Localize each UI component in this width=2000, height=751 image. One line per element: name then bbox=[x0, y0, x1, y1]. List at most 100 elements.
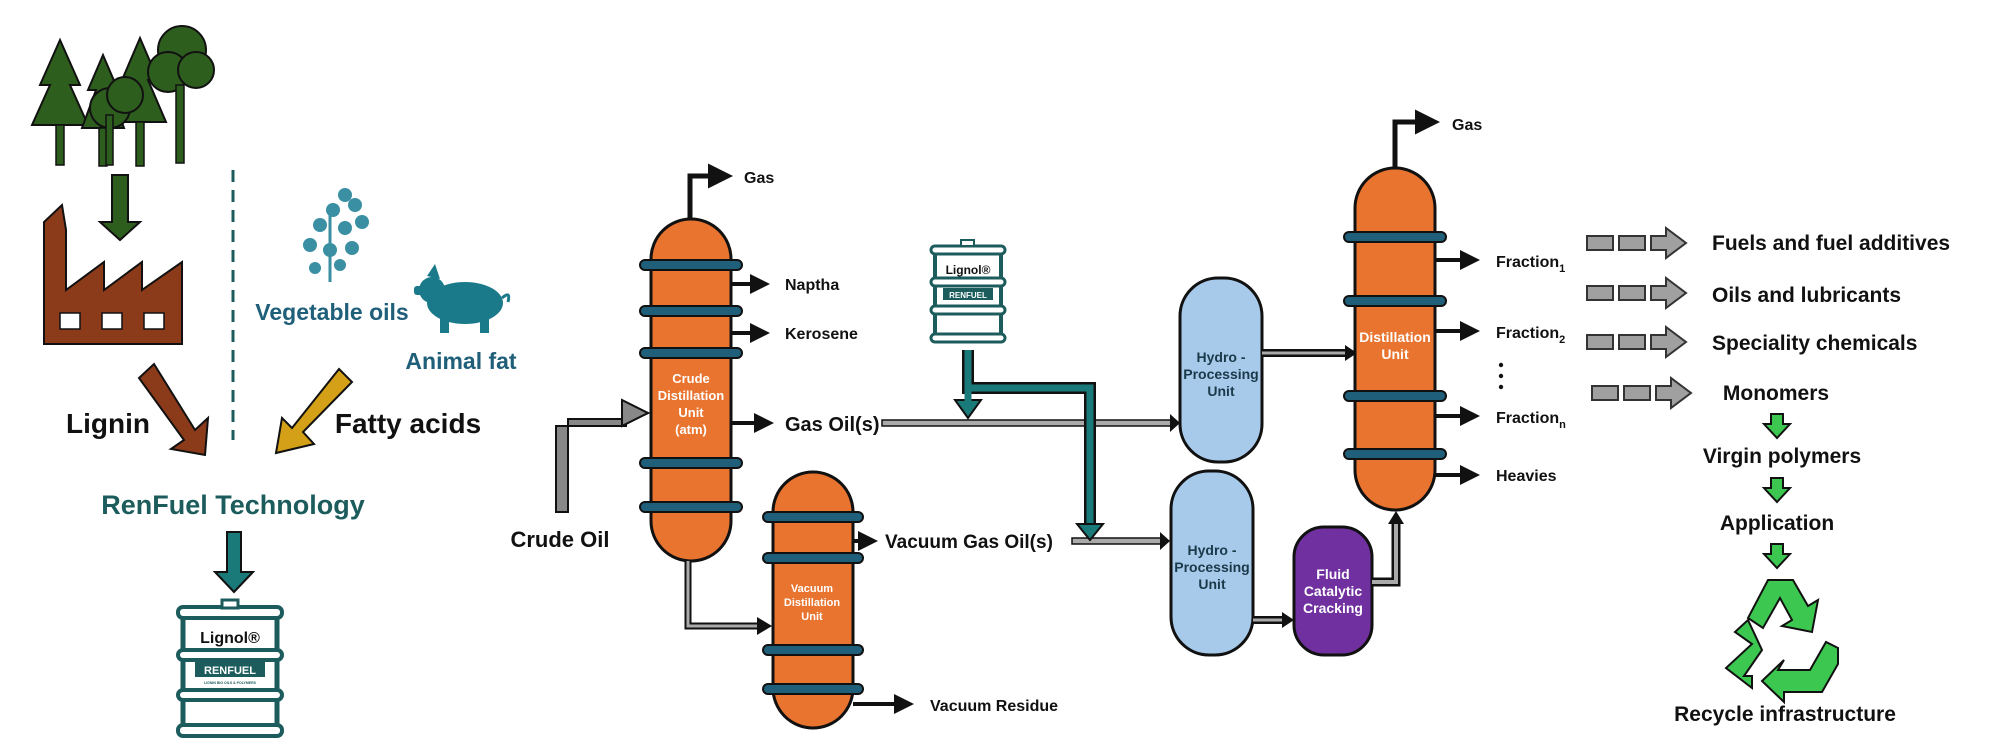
crude-to-vacuum-pipe bbox=[684, 561, 760, 630]
hydro-bottom-line-1: Hydro - bbox=[1188, 542, 1237, 558]
fraction-1-label: Fraction1 bbox=[1496, 254, 1565, 275]
product-arrow-fuels bbox=[1586, 226, 1688, 260]
lignol-drum-left: Lignol® RENFUEL LIGNIN BIO OILS & POLYME… bbox=[176, 598, 284, 738]
polymers-to-application-arrow bbox=[1761, 477, 1793, 504]
vacuum-gas-oils-label: Vacuum Gas Oil(s) bbox=[885, 532, 1053, 553]
crude-distillation-column: Crude Distillation Unit (atm) bbox=[639, 217, 743, 563]
crude-unit-line-1: Crude bbox=[672, 371, 710, 386]
monomers-to-polymers-arrow bbox=[1761, 413, 1793, 440]
crude-gas-line bbox=[687, 163, 733, 221]
distillation-unit-line-2: Unit bbox=[1381, 346, 1409, 362]
lignol-to-gasoil-arrowhead bbox=[953, 399, 983, 420]
fraction-1-word: Fraction bbox=[1496, 254, 1559, 271]
vacuum-residue-label: Vacuum Residue bbox=[930, 698, 1058, 715]
vacuum-gas-oils-pipe bbox=[1071, 537, 1163, 545]
oils-label: Oils and lubricants bbox=[1712, 284, 1901, 307]
fraction-n-label: Fractionn bbox=[1496, 410, 1566, 431]
renfuel-technology-label: RenFuel Technology bbox=[101, 490, 365, 520]
kerosene-label: Kerosene bbox=[785, 326, 858, 343]
distillation-unit-line-1: Distillation bbox=[1359, 329, 1431, 345]
hydro-top-line-1: Hydro - bbox=[1197, 349, 1246, 365]
crude-to-vacuum-pipe-inner bbox=[686, 561, 760, 628]
application-to-recycle-arrow bbox=[1761, 543, 1793, 570]
lignol-to-vacuum-arrowhead bbox=[1074, 523, 1106, 542]
drum-middle-label: Lignol® bbox=[946, 263, 991, 277]
tree-to-factory-arrow bbox=[97, 174, 143, 242]
drum-middle-brand: RENFUEL bbox=[949, 291, 987, 300]
fatty-acids-arrow bbox=[274, 367, 354, 455]
speciality-label: Speciality chemicals bbox=[1712, 332, 1917, 355]
factory-icon bbox=[43, 202, 183, 345]
fcc-line-3: Cracking bbox=[1303, 600, 1363, 616]
lignin-label: Lignin bbox=[66, 408, 150, 439]
fraction-1-sub: 1 bbox=[1559, 263, 1565, 275]
fraction-ellipsis bbox=[1498, 362, 1504, 390]
gas-left-label: Gas bbox=[744, 170, 774, 187]
application-label: Application bbox=[1720, 512, 1834, 535]
crude-unit-line-4: (atm) bbox=[675, 422, 707, 437]
gas-right-label: Gas bbox=[1452, 117, 1482, 134]
heavies-label: Heavies bbox=[1496, 468, 1557, 485]
monomers-label: Monomers bbox=[1723, 382, 1829, 405]
product-arrow-speciality bbox=[1586, 325, 1688, 359]
crude-oil-feed-arrow bbox=[555, 404, 651, 513]
drum-left-label: Lignol® bbox=[200, 630, 260, 647]
fraction-n-word: Fraction bbox=[1496, 410, 1559, 427]
hydro-to-distillation-arrowhead bbox=[1345, 345, 1357, 361]
recycle-icon bbox=[1724, 579, 1839, 705]
naptha-label: Naptha bbox=[785, 277, 839, 294]
vacuum-distillation-column: Vacuum Distillation Unit bbox=[762, 470, 864, 730]
crude-oil-feed-pipe bbox=[562, 413, 632, 512]
gas-oils-to-hydro-arrowhead bbox=[1170, 414, 1180, 432]
crude-oil-feed-head bbox=[621, 398, 651, 428]
fcc-line-1: Fluid bbox=[1316, 566, 1349, 582]
distillation-unit-column: Distillation Unit bbox=[1343, 166, 1447, 512]
vacuum-unit-line-1: Vacuum bbox=[791, 583, 833, 595]
lignol-injection-pipe-outline bbox=[962, 350, 1096, 528]
crude-oil-label: Crude Oil bbox=[510, 527, 609, 552]
lignol-drum-middle: Lignol® RENFUEL bbox=[929, 239, 1007, 344]
forest-icon bbox=[30, 25, 215, 167]
virgin-polymers-label: Virgin polymers bbox=[1703, 445, 1861, 468]
gas-oils-pipe bbox=[881, 419, 1173, 427]
hydro-processing-unit-bottom: Hydro - Processing Unit bbox=[1169, 469, 1255, 657]
product-arrow-oils bbox=[1586, 276, 1688, 310]
fatty-acids-label: Fatty acids bbox=[335, 408, 481, 439]
technology-to-drum-arrow bbox=[212, 531, 256, 594]
lignol-injection-pipe bbox=[964, 350, 1094, 528]
recycle-infrastructure-label: Recycle infrastructure bbox=[1674, 703, 1896, 726]
hydro-bottom-line-3: Unit bbox=[1198, 576, 1226, 592]
fcc-to-distillation-arrowhead bbox=[1388, 511, 1404, 524]
fcc-line-2: Catalytic bbox=[1304, 583, 1363, 599]
hydro-top-line-2: Processing bbox=[1183, 366, 1258, 382]
fraction-n-sub: n bbox=[1559, 419, 1566, 431]
vegetable-oils-label: Vegetable oils bbox=[255, 299, 408, 325]
distillation-gas-line bbox=[1392, 109, 1440, 170]
hydro-bottom-line-2: Processing bbox=[1174, 559, 1249, 575]
animal-fat-label: Animal fat bbox=[405, 348, 517, 374]
drum-left-brand: RENFUEL bbox=[204, 665, 256, 677]
fraction-2-label: Fraction2 bbox=[1496, 325, 1565, 346]
crude-unit-line-2: Distillation bbox=[658, 388, 725, 403]
fuels-label: Fuels and fuel additives bbox=[1712, 232, 1950, 255]
fcc-to-distillation-pipe bbox=[1372, 522, 1398, 584]
fluid-catalytic-cracking-unit: Fluid Catalytic Cracking bbox=[1292, 525, 1374, 657]
vacuum-unit-line-3: Unit bbox=[801, 611, 823, 623]
fraction-2-sub: 2 bbox=[1559, 334, 1565, 346]
crude-unit-line-3: Unit bbox=[678, 405, 704, 420]
vacuum-unit-line-2: Distillation bbox=[784, 597, 841, 609]
lignin-arrow bbox=[137, 362, 210, 457]
hydro-top-line-3: Unit bbox=[1207, 383, 1235, 399]
hydro-processing-unit-top: Hydro - Processing Unit bbox=[1178, 276, 1264, 464]
vegetable-plant-icon bbox=[303, 188, 369, 282]
hydro-to-fcc-arrowhead bbox=[1282, 612, 1294, 628]
gas-oils-label: Gas Oil(s) bbox=[785, 414, 879, 436]
fcc-to-distillation-outline bbox=[1372, 522, 1401, 587]
fraction-2-word: Fraction bbox=[1496, 325, 1559, 342]
vacuum-to-hydro-arrowhead bbox=[1160, 532, 1170, 550]
drum-left-subtitle: LIGNIN BIO OILS & POLYMERS bbox=[204, 681, 257, 685]
crude-to-vacuum-arrowhead bbox=[757, 617, 772, 635]
product-arrow-monomers bbox=[1591, 376, 1693, 410]
pig-icon bbox=[414, 264, 511, 333]
